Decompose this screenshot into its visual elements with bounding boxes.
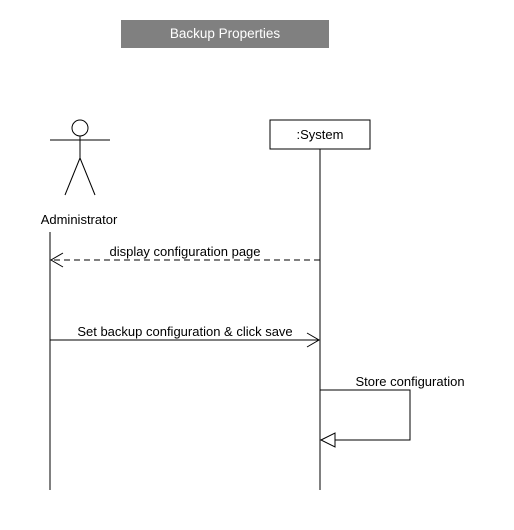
message-label: Store configuration (355, 374, 464, 389)
actor-right-leg (79, 157, 96, 196)
participant-system: :System (269, 119, 371, 150)
self-message-line (320, 389, 411, 441)
actor-head (71, 119, 89, 137)
message-label: Set backup configuration & click save (77, 324, 292, 339)
system-label: :System (297, 127, 344, 142)
hollow-arrowhead (319, 432, 336, 448)
title-banner (121, 20, 329, 48)
actor-left-leg (64, 157, 81, 196)
system-box (269, 119, 371, 150)
message-label: display configuration page (109, 244, 260, 259)
actor-administrator (50, 119, 110, 196)
actor-label: Administrator (41, 212, 118, 227)
diagram-title: Backup Properties (121, 20, 329, 48)
open-arrowhead (50, 252, 64, 268)
open-arrowhead (306, 332, 320, 348)
message-store-configuration (319, 389, 411, 448)
title-text: Backup Properties (170, 26, 281, 41)
message-display-configuration-page (50, 252, 320, 268)
message-set-backup-configuration (50, 332, 320, 348)
